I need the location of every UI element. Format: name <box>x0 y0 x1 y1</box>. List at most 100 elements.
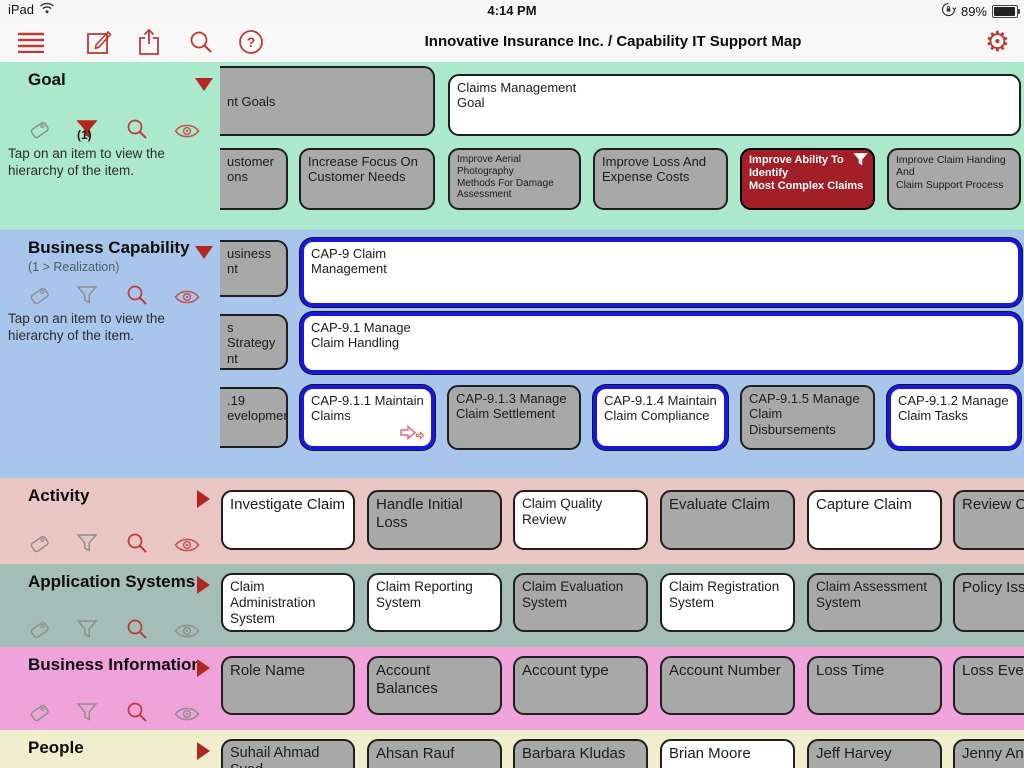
filter-icon[interactable] <box>74 116 100 142</box>
map-node[interactable]: .19 evelopment <box>220 387 288 448</box>
map-node[interactable]: Claim Quality Review <box>513 490 648 550</box>
tag-icon[interactable] <box>26 530 52 556</box>
map-node[interactable]: Claim Registration System <box>660 573 795 632</box>
eye-icon[interactable] <box>174 118 200 144</box>
map-node[interactable]: Review C <box>953 490 1024 550</box>
search-in-lane-icon[interactable] <box>124 616 150 642</box>
map-node[interactable]: Improve Ability To Identify Most Complex… <box>740 148 875 210</box>
map-node[interactable]: Barbara Kludas <box>513 739 648 768</box>
share-icon[interactable] <box>134 28 164 56</box>
lane-title: People <box>28 738 84 757</box>
lane-business-capability: Business Capability (1 > Realization) Tap… <box>0 230 1024 478</box>
map-node[interactable]: CAP-9.1.1 Maintain Claims <box>300 385 435 450</box>
map-node[interactable]: Account type <box>513 656 648 715</box>
search-in-lane-icon[interactable] <box>124 116 150 142</box>
wifi-icon <box>39 2 55 17</box>
map-node[interactable]: usiness nt <box>220 240 288 297</box>
filter-icon[interactable] <box>74 616 100 642</box>
map-node[interactable]: CAP-9.1.5 Manage Claim Disbursements <box>740 385 875 450</box>
search-in-lane-icon[interactable] <box>124 530 150 556</box>
map-node[interactable]: CAP-9.1.4 Maintain Claim Compliance <box>593 385 728 450</box>
map-node[interactable]: Increase Focus On Customer Needs <box>299 148 435 210</box>
filter-match-icon <box>852 151 869 172</box>
lane-collapse-toggle[interactable] <box>195 246 213 259</box>
map-node[interactable]: s Strategy nt <box>220 314 288 370</box>
lane-collapse-toggle[interactable] <box>197 742 210 760</box>
tag-icon[interactable] <box>26 616 52 642</box>
compose-icon[interactable] <box>84 28 114 56</box>
map-node[interactable]: Policy Iss <box>953 573 1024 632</box>
map-node[interactable]: Improve Aerial Photography Methods For D… <box>448 148 581 210</box>
filter-icon[interactable] <box>74 282 100 308</box>
lane-collapse-toggle[interactable] <box>195 78 213 91</box>
lane-title: Business Information <box>28 655 202 674</box>
relation-arrows-icon <box>399 424 425 443</box>
map-node[interactable]: Claim Reporting System <box>367 573 502 632</box>
map-node[interactable]: CAP-9.1.3 Manage Claim Settlement <box>447 385 581 450</box>
help-icon[interactable]: ? <box>236 28 266 56</box>
rotation-lock-icon <box>941 2 957 20</box>
lane-title: Business Capability <box>28 238 190 257</box>
tag-icon[interactable] <box>26 116 52 142</box>
filter-icon[interactable] <box>74 699 100 725</box>
lane-collapse-toggle[interactable] <box>197 576 210 594</box>
lane-hint: Tap on an item to view the hierarchy of … <box>8 146 165 179</box>
map-node[interactable]: Claims Management Goal <box>448 74 1021 136</box>
tag-icon[interactable] <box>26 282 52 308</box>
toolbar: ? Innovative Insurance Inc. / Capability… <box>0 22 1024 63</box>
map-node[interactable]: Handle Initial Loss <box>367 490 502 550</box>
map-node[interactable]: Claim Administration System <box>221 573 355 632</box>
map-node[interactable]: CAP-9 Claim Management <box>300 238 1022 307</box>
map-node[interactable]: CAP-9.1.2 Manage Claim Tasks <box>887 385 1021 450</box>
map-node[interactable]: Improve Claim Handing And Claim Support … <box>887 148 1021 210</box>
eye-icon[interactable] <box>174 532 200 558</box>
map-node[interactable]: Loss Even <box>953 656 1024 715</box>
map-node[interactable]: Jeff Harvey <box>807 739 942 768</box>
device-label: iPad <box>8 2 35 17</box>
eye-icon[interactable] <box>174 701 200 727</box>
lane-hint: Tap on an item to view the hierarchy of … <box>8 311 165 344</box>
map-node[interactable]: Account Balances <box>367 656 502 715</box>
search-in-lane-icon[interactable] <box>124 282 150 308</box>
lane-subtitle: (1 > Realization) <box>28 260 120 274</box>
filter-count-badge: (1) <box>77 128 92 142</box>
search-in-lane-icon[interactable] <box>124 699 150 725</box>
map-node[interactable]: CAP-9.1 Manage Claim Handling <box>300 312 1022 374</box>
svg-text:?: ? <box>247 34 256 50</box>
map-node[interactable]: Loss Time <box>807 656 942 715</box>
map-node[interactable]: Brian Moore <box>660 739 795 768</box>
map-node[interactable]: Jenny An <box>953 739 1024 768</box>
battery-percent: 89% <box>960 3 987 19</box>
lane-collapse-toggle[interactable] <box>197 659 210 677</box>
map-node[interactable]: ustomer ons <box>220 148 288 210</box>
map-node[interactable]: Account Number <box>660 656 795 715</box>
map-node[interactable]: Ahsan Rauf <box>367 739 502 768</box>
map-node[interactable]: Capture Claim <box>807 490 942 550</box>
lane-goal: Goal (1)Tap on an item to view the hiera… <box>0 62 1024 230</box>
filter-icon[interactable] <box>74 530 100 556</box>
map-node[interactable]: Suhail Ahmad Syed <box>221 739 355 768</box>
lane-collapse-toggle[interactable] <box>197 490 210 508</box>
menu-icon[interactable] <box>16 28 46 56</box>
map-node[interactable]: Evaluate Claim <box>660 490 795 550</box>
map-node[interactable]: Investigate Claim <box>221 490 355 550</box>
page-title: Innovative Insurance Inc. / Capability I… <box>424 33 802 50</box>
lane-title: Application Systems <box>28 572 196 591</box>
status-bar: iPad 4:14 PM 89% <box>0 0 1024 22</box>
map-node[interactable]: Role Name <box>221 656 355 715</box>
map-node[interactable]: Improve Loss And Expense Costs <box>593 148 728 210</box>
eye-icon[interactable] <box>174 284 200 310</box>
tag-icon[interactable] <box>26 699 52 725</box>
map-node[interactable]: Claim Evaluation System <box>513 573 648 632</box>
map-node[interactable]: nt Goals <box>220 66 435 136</box>
battery-icon <box>992 4 1020 18</box>
map-node[interactable]: Claim Assessment System <box>807 573 942 632</box>
search-icon[interactable] <box>186 28 216 56</box>
settings-gear-icon[interactable]: ⚙ <box>984 26 1010 57</box>
eye-icon[interactable] <box>174 618 200 644</box>
